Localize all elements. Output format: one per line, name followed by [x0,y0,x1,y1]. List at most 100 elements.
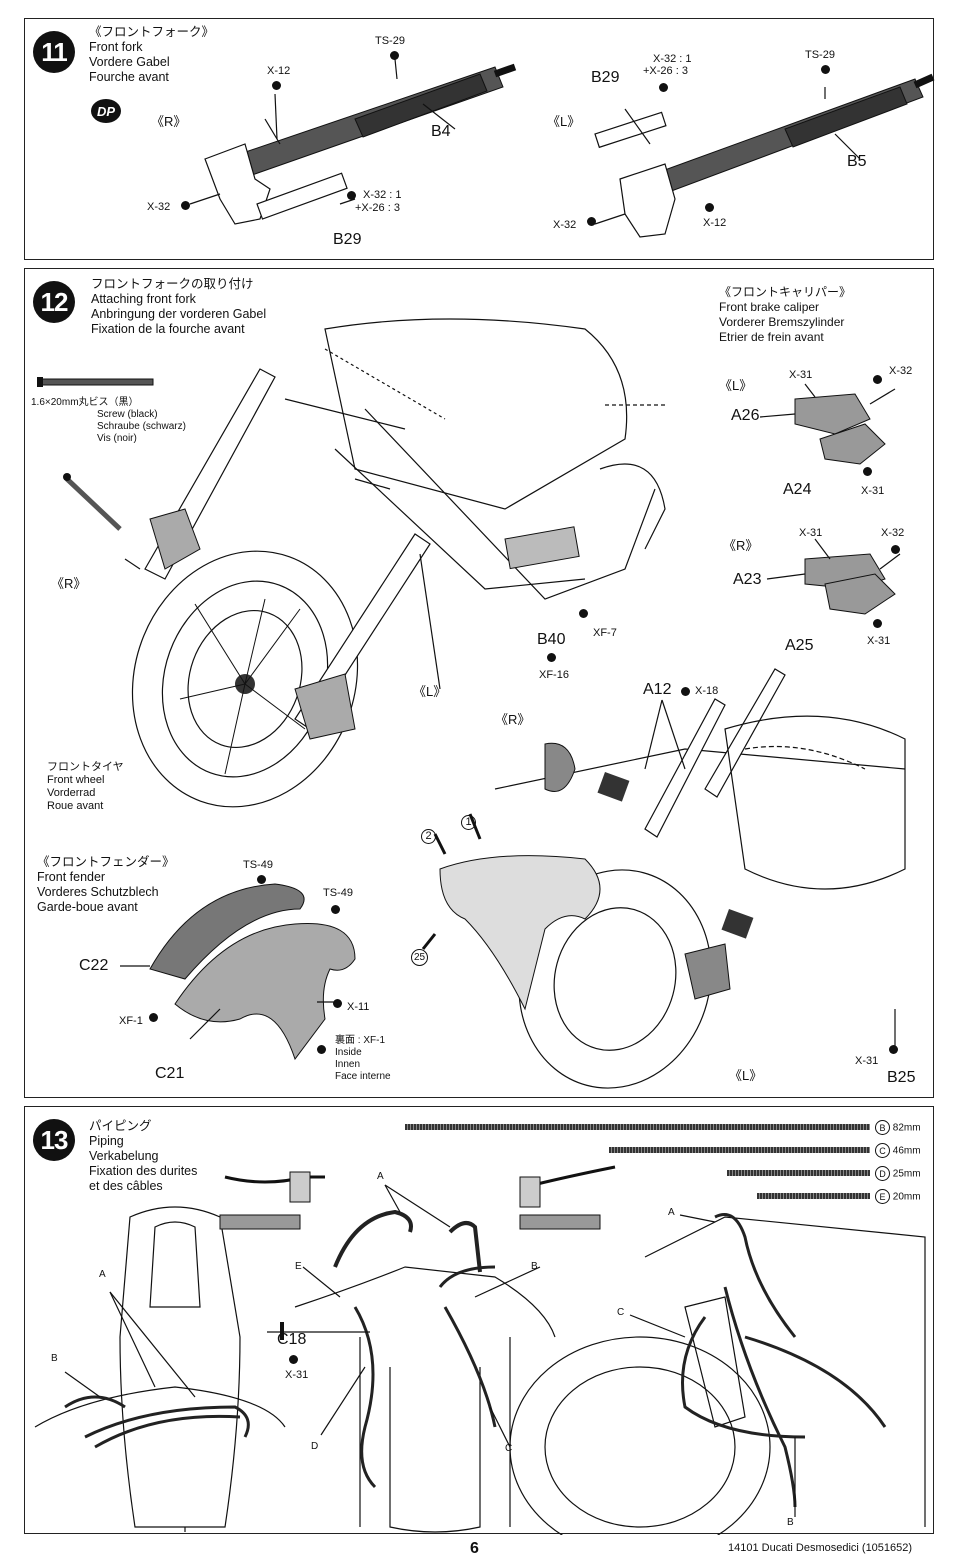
pipe-letter: B [875,1120,890,1135]
title-en: Attaching front fork [91,292,196,306]
pipe-d [727,1170,870,1176]
title-jp: 《フロントフォーク》 [89,25,215,39]
side-l-label: 《L》 [413,684,447,699]
label-x31-a: X-31 [789,369,813,381]
part-a24: A24 [783,481,812,498]
step-13-panel: 13 パイピング Piping Verkabelung Fixation des… [24,1106,934,1535]
bolt-icon [390,51,399,60]
pipe-c-label: C 46mm [875,1143,921,1158]
step-number: 12 [33,281,75,323]
screw-fr: Vis (noir) [97,433,137,444]
part-b29-r: B29 [333,231,362,248]
wheel-fr: Roue avant [47,800,104,812]
pipe-length: 46mm [892,1145,921,1157]
caliper-fr: Etrier de frein avant [719,330,824,344]
fender-inside-note: 裏面 : XF-1 Inside Innen Face interne [335,1035,391,1083]
title-fr: Fixation de la fourche avant [91,322,245,336]
inside-fr: Face interne [335,1071,391,1082]
bolt-icon [705,203,714,212]
pipe-letter: E [875,1189,890,1204]
bolt-icon [873,375,882,384]
part-b4: B4 [431,123,451,140]
part-a12: A12 [643,681,672,698]
bolt-icon [681,687,690,696]
marker-b2: B [531,1261,538,1272]
label-x11: X-11 [347,1001,370,1013]
fork-l-drawing [594,73,935,238]
side-l2-label: 《L》 [729,1068,763,1083]
marker-b1: B [51,1353,58,1364]
side-r-label: 《R》 [51,576,87,591]
label-mix-r-2: +X-26 : 3 [355,202,400,214]
marker-d1: D [311,1441,319,1452]
label-mix-r-1: X-32 : 1 [363,189,402,201]
step-12-panel: 12 フロントフォークの取り付け Attaching front fork An… [24,268,934,1098]
bolt-icon [272,81,281,90]
bolt-icon [891,545,900,554]
bolt-icon [331,905,340,914]
fender-title: 《フロントフェンダー》 Front fender Vorderes Schutz… [37,855,175,915]
step-11-panel: 11 《フロントフォーク》 Front fork Vordere Gabel F… [24,18,935,260]
part-b5: B5 [847,153,867,170]
fender-en: Front fender [37,870,106,884]
label-ts29-l: TS-29 [805,49,835,61]
part-b40: B40 [537,631,566,648]
bolt-icon [181,201,190,210]
marker-a2: A [99,1269,106,1280]
caliper-jp: 《フロントキャリパー》 [719,285,852,299]
title-fr2: et des câbles [89,1179,163,1193]
wheel-label: フロントタイヤ Front wheel Vorderrad Roue avant [47,761,124,813]
side-r-label: 《R》 [151,114,187,129]
piping-illustration [34,1165,926,1535]
marker-25: 25 [411,949,428,966]
screw-size: 1.6×20mm丸ビス（黒） [31,397,139,408]
step-number: 11 [33,31,75,73]
label-x32-a: X-32 [889,365,913,377]
label-x31-c: X-31 [799,527,823,539]
marker-c2: C [505,1443,513,1454]
title-en: Piping [89,1134,124,1148]
label-ts29-r: TS-29 [375,35,405,47]
bolt-icon [821,65,830,74]
title-en: Front fork [89,40,143,54]
screw-en: Screw (black) [97,409,158,420]
step-title: パイピング Piping Verkabelung Fixation des du… [89,1119,197,1194]
label-mix-l-1: X-32 : 1 [653,53,692,65]
part-a26: A26 [731,407,760,424]
pipe-length: 82mm [892,1122,921,1134]
pipe-length: 25mm [892,1168,921,1180]
part-c21: C21 [155,1065,185,1082]
pipe-length: 20mm [892,1191,921,1203]
wheel-en: Front wheel [47,774,105,786]
part-a25: A25 [785,637,814,654]
bolt-icon [659,83,668,92]
bolt-icon [149,1013,158,1022]
wheel-jp: フロントタイヤ [47,761,124,773]
bolt-icon [873,619,882,628]
pipe-c [609,1147,870,1153]
step-number: 13 [33,1119,75,1161]
bolt-icon [587,217,596,226]
screw-spec: 1.6×20mm丸ビス（黒） Screw (black) Schraube (s… [31,397,186,445]
title-de: Vordere Gabel [89,55,170,69]
wheel-de: Vorderrad [47,787,96,799]
label-xf1: XF-1 [119,1015,143,1027]
marker-2: 2 [421,829,436,844]
part-a23: A23 [733,571,762,588]
bolt-icon [257,875,266,884]
label-x18: X-18 [695,685,719,697]
marker-a3: A [668,1207,675,1218]
inside-de: Innen [335,1059,361,1070]
step-title: フロントフォークの取り付け Attaching front fork Anbri… [91,277,266,337]
fender-de: Vorderes Schutzblech [37,885,159,899]
pipe-b [405,1124,870,1130]
label-xf16: XF-16 [539,669,569,681]
inside-en: Inside [335,1047,362,1058]
caliper-title: 《フロントキャリパー》 Front brake caliper Vorderer… [719,285,851,345]
inside-jp: 裏面 : XF-1 [335,1035,386,1046]
fork-illustration [189,58,935,238]
label-xf7: XF-7 [593,627,617,639]
screw-de: Schraube (schwarz) [97,421,186,432]
label-x32-r: X-32 [147,201,171,213]
fork-r-drawing [204,63,517,225]
